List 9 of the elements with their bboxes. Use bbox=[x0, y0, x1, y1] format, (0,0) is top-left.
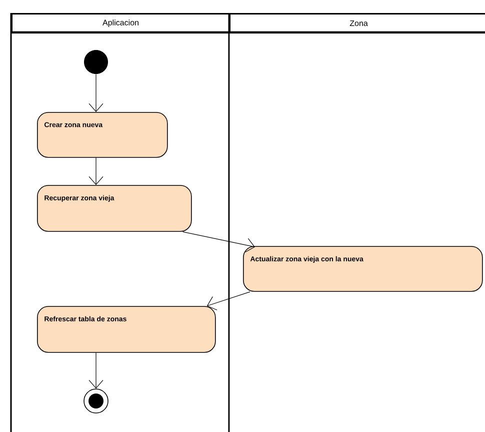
swimlane-header: Zona bbox=[229, 13, 485, 34]
arrow bbox=[88, 352, 104, 389]
start-node bbox=[84, 50, 108, 74]
swimlane-header: Aplicacion bbox=[11, 13, 230, 34]
arrow bbox=[206, 292, 250, 310]
arrow bbox=[182, 232, 255, 252]
arrow bbox=[88, 74, 104, 112]
arrow bbox=[88, 158, 104, 185]
end-node bbox=[84, 388, 108, 414]
